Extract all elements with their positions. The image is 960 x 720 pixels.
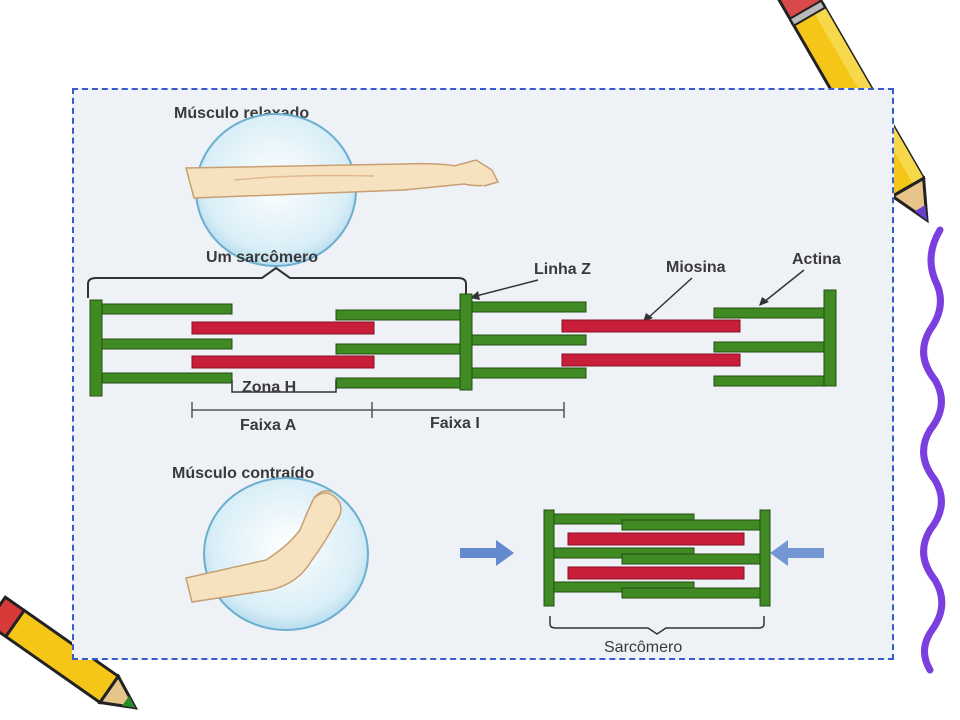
actin-filament bbox=[101, 372, 233, 384]
z-line bbox=[823, 289, 837, 387]
contracted-sarcomere-filaments bbox=[543, 509, 771, 607]
myosin-filament bbox=[561, 319, 741, 333]
myosin-label: Miosina bbox=[666, 259, 726, 276]
h-zone-label: Zona H bbox=[242, 379, 296, 396]
z-line-label: Linha Z bbox=[534, 261, 591, 278]
h-zone-bracket bbox=[231, 380, 337, 393]
arrow-left-icon bbox=[770, 540, 824, 566]
pencil-icon bbox=[0, 595, 139, 710]
actin-filament bbox=[471, 334, 587, 346]
relaxed-sarcomere-filaments bbox=[89, 289, 837, 397]
z-line bbox=[89, 299, 103, 397]
actin-filament bbox=[621, 519, 761, 531]
wavy-border-decoration bbox=[920, 226, 946, 674]
z-line bbox=[459, 293, 473, 391]
a-band-label: Faixa A bbox=[240, 417, 297, 434]
diagram-panel: Músculo relaxado Um sarcômero Linha Z Mi… bbox=[72, 88, 894, 660]
actin-filament bbox=[471, 301, 587, 313]
relaxed-arm-illustration bbox=[185, 159, 500, 199]
actin-filament bbox=[335, 309, 461, 321]
actin-filament bbox=[101, 303, 233, 315]
myosin-filament bbox=[191, 321, 375, 335]
sarcomere-bottom-label: Sarcômero bbox=[604, 639, 682, 656]
sarcomere-diagram: Músculo relaxado Um sarcômero Linha Z Mi… bbox=[87, 105, 841, 656]
myosin-filament bbox=[567, 566, 745, 580]
myosin-filament bbox=[191, 355, 375, 369]
actin-filament bbox=[471, 367, 587, 379]
actin-filament bbox=[713, 341, 825, 353]
sarcomere-bottom-brace bbox=[549, 616, 765, 635]
myosin-filament bbox=[567, 532, 745, 546]
i-band-label: Faixa I bbox=[430, 415, 480, 432]
band-measure-lines bbox=[191, 402, 565, 418]
sarcomere-brace bbox=[87, 266, 467, 298]
z-line bbox=[543, 509, 555, 607]
actin-filament bbox=[621, 553, 761, 565]
myosin-filament bbox=[561, 353, 741, 367]
z-line bbox=[759, 509, 771, 607]
actin-filament bbox=[713, 375, 825, 387]
contracted-arm-illustration bbox=[185, 490, 342, 603]
sarcomere-label: Um sarcômero bbox=[206, 249, 318, 266]
actin-filament bbox=[335, 377, 461, 389]
actin-filament bbox=[713, 307, 825, 319]
actin-label: Actina bbox=[792, 251, 841, 268]
actin-filament bbox=[621, 587, 761, 599]
arrow-right-icon bbox=[460, 540, 514, 566]
actin-filament bbox=[335, 343, 461, 355]
actin-filament bbox=[101, 338, 233, 350]
